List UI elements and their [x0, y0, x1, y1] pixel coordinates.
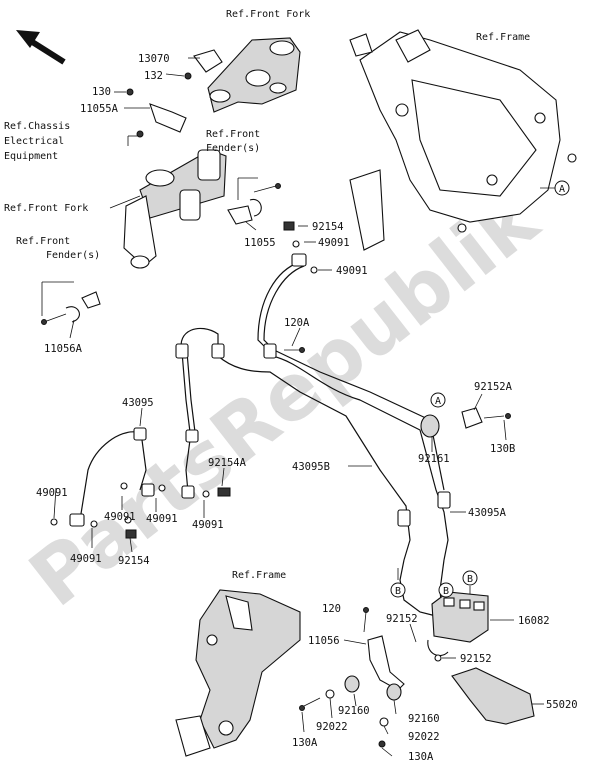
ref-front-fork-left: Ref.Front Fork	[4, 203, 88, 214]
front-direction-arrow-icon	[16, 30, 66, 65]
part-92152-b: 92152	[460, 653, 492, 665]
ref-chassis-line3: Equipment	[4, 151, 58, 162]
bracket-11056	[299, 607, 405, 748]
svg-text:B: B	[443, 586, 449, 597]
abs-unit-16082	[427, 591, 489, 657]
ref-chassis-line1: Ref.Chassis	[4, 121, 70, 132]
part-11055A: 11055A	[80, 103, 119, 115]
part-92022-a: 92022	[316, 721, 348, 733]
part-49091-top: 49091	[318, 237, 350, 249]
part-92154-top: 92154	[312, 221, 344, 233]
marker-b-mid: B	[438, 582, 454, 598]
banjo-bolts	[50, 221, 318, 539]
part-49091-top2: 49091	[336, 265, 368, 277]
part-130A-b: 130A	[408, 751, 434, 763]
svg-text:A: A	[559, 184, 565, 195]
fender-bracket-11056A	[41, 291, 101, 325]
grommet-clamp-group	[420, 407, 511, 438]
bolt-130	[126, 88, 134, 96]
upper-fork-bracket	[207, 37, 301, 113]
main-frame	[349, 29, 577, 251]
part-92154A: 92154A	[208, 457, 247, 469]
bracket-11055A	[149, 103, 187, 133]
svg-text:B: B	[467, 574, 473, 585]
part-16082: 16082	[518, 615, 550, 627]
clamp-13070	[193, 49, 223, 73]
steering-stem	[123, 149, 227, 269]
part-120: 120	[322, 603, 341, 615]
part-11056: 11056	[308, 635, 340, 647]
part-130A-a: 130A	[292, 737, 318, 749]
lower-frame	[175, 589, 301, 757]
marker-a-top: A	[554, 180, 570, 196]
ref-front-fender-2-line1: Ref.Front	[16, 236, 70, 247]
ref-front-fender-1-line1: Ref.Front	[206, 129, 260, 140]
marker-a-mid: A	[430, 392, 446, 408]
ref-front-fork-top: Ref.Front Fork	[226, 9, 310, 20]
part-92152-a: 92152	[386, 613, 418, 625]
marker-b-right: B	[462, 570, 478, 586]
bolt-chassis	[136, 130, 144, 138]
part-11056A: 11056A	[44, 343, 83, 355]
svg-text:B: B	[395, 586, 401, 597]
part-49091-l3: 49091	[146, 513, 178, 525]
part-43095A: 43095A	[468, 507, 507, 519]
part-13070: 13070	[138, 53, 170, 65]
part-132: 132	[144, 70, 163, 82]
fender-bracket-11055	[227, 183, 281, 225]
part-92160-a: 92160	[338, 705, 370, 717]
part-120A: 120A	[284, 317, 310, 329]
part-49091-l1: 49091	[36, 487, 68, 499]
ref-front-fender-1-line2: Fender(s)	[206, 143, 260, 154]
hose-fittings	[69, 253, 451, 527]
part-92152A: 92152A	[474, 381, 513, 393]
part-92160-b: 92160	[408, 713, 440, 725]
part-92161: 92161	[418, 453, 450, 465]
part-92154-bottom: 92154	[118, 555, 150, 567]
washer-92152	[434, 654, 442, 662]
cover-55020	[451, 667, 535, 725]
part-130B: 130B	[490, 443, 515, 455]
part-49091-l5: 49091	[70, 553, 102, 565]
part-43095: 43095	[122, 397, 154, 409]
ref-frame-bottom: Ref.Frame	[232, 570, 286, 581]
part-11055: 11055	[244, 237, 276, 249]
ref-chassis-line2: Electrical	[4, 136, 64, 147]
part-92022-b: 92022	[408, 731, 440, 743]
part-43095B: 43095B	[292, 461, 330, 473]
ref-frame-top: Ref.Frame	[476, 32, 530, 43]
leader-lines	[41, 57, 558, 757]
ref-front-fender-2-line2: Fender(s)	[46, 250, 100, 261]
part-49091-l2: 49091	[104, 511, 136, 523]
part-55020: 55020	[546, 699, 578, 711]
bolt-132	[184, 72, 192, 80]
marker-b-left: B	[390, 582, 406, 598]
svg-text:A: A	[435, 396, 441, 407]
part-130: 130	[92, 86, 111, 98]
part-49091-l4: 49091	[192, 519, 224, 531]
